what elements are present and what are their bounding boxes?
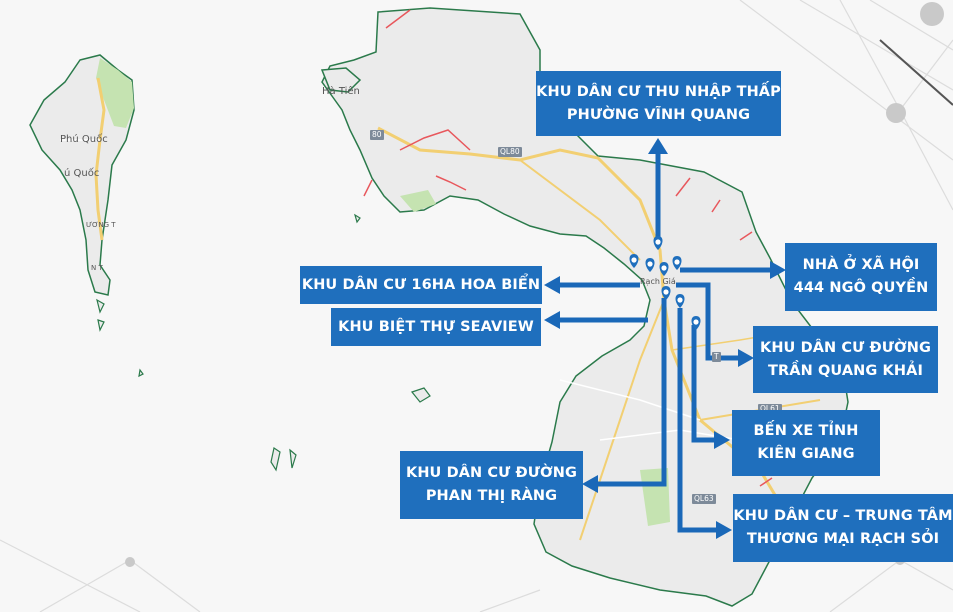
place-label-phu-quoc-2: ú Quốc xyxy=(64,168,100,179)
label-nha-o-xa-hoi[interactable]: NHÀ Ở XÃ HỘI 444 NGÔ QUYỀN xyxy=(785,243,937,311)
phu-quoc-island xyxy=(29,54,144,378)
label-line: KHU DÂN CƯ ĐƯỜNG xyxy=(759,339,931,356)
label-ben-xe-tinh-kien-giang[interactable]: BẾN XE TỈNH KIÊN GIANG xyxy=(732,410,880,476)
place-label-ha-tien: Hà Tiên xyxy=(322,86,360,97)
label-khu-dan-cu-16ha-hoa-bien[interactable]: KHU DÂN CƯ 16HA HOA BIỂN xyxy=(300,266,542,304)
label-khu-dan-cu-rach-soi[interactable]: KHU DÂN CƯ – TRUNG TÂM THƯƠNG MẠI RẠCH S… xyxy=(733,494,953,562)
road-shield-ql63: QL63 xyxy=(692,494,716,504)
road-shield-ql61: QL61 xyxy=(758,404,782,414)
small-islands xyxy=(270,213,431,472)
label-khu-dan-cu-phan-thi-rang[interactable]: KHU DÂN CƯ ĐƯỜNG PHAN THỊ RÀNG xyxy=(400,451,583,519)
label-khu-dan-cu-tran-quang-khai[interactable]: KHU DÂN CƯ ĐƯỜNG TRẦN QUANG KHẢI xyxy=(753,326,938,393)
label-khu-dan-cu-thu-nhap-thap[interactable]: KHU DÂN CƯ THU NHẬP THẤP PHƯỜNG VĨNH QUA… xyxy=(536,71,781,136)
label-line: NHÀ Ở XÃ HỘI xyxy=(802,257,920,273)
label-line: KHU DÂN CƯ 16HA HOA BIỂN xyxy=(301,276,541,293)
label-line: 444 NGÔ QUYỀN xyxy=(793,280,929,296)
label-line: THƯƠNG MẠI RẠCH SỎI xyxy=(746,531,940,547)
map-pin-icon xyxy=(661,286,671,300)
label-line: TRẦN QUANG KHẢI xyxy=(768,362,923,379)
label-line: PHƯỜNG VĨNH QUANG xyxy=(566,106,751,123)
label-line: KHU DÂN CƯ – TRUNG TÂM xyxy=(733,508,953,524)
map-pin-icon xyxy=(672,256,682,270)
place-label-phu-quoc: Phú Quốc xyxy=(60,134,108,145)
arrows xyxy=(560,150,770,533)
place-label-duong-to: ƯƠNG T xyxy=(86,221,116,229)
map-pin-icon xyxy=(653,236,663,250)
map-pin-icon xyxy=(629,254,639,268)
label-line: KHU DÂN CƯ THU NHẬP THẤP xyxy=(536,83,781,100)
road-shield-80: 80 xyxy=(370,130,384,140)
road-shield-t: T xyxy=(712,352,721,362)
label-line: KHU DÂN CƯ ĐƯỜNG xyxy=(405,465,577,481)
map-pin-icon xyxy=(645,258,655,272)
label-line: PHAN THỊ RÀNG xyxy=(425,488,558,504)
label-line: KIÊN GIANG xyxy=(757,446,855,462)
map-pins[interactable] xyxy=(629,236,701,330)
map-pin-icon xyxy=(659,262,669,276)
label-line: BẾN XE TỈNH xyxy=(753,423,859,439)
map-pin-icon xyxy=(691,316,701,330)
road-shield-ql80: QL80 xyxy=(498,147,522,157)
label-line: KHU BIỆT THỰ SEAVIEW xyxy=(338,318,534,335)
place-label-an-thoi: N T xyxy=(91,264,103,272)
place-label-rach-gia: Rạch Giá xyxy=(640,277,676,286)
arrow-heads xyxy=(544,138,786,539)
label-khu-biet-thu-seaview[interactable]: KHU BIỆT THỰ SEAVIEW xyxy=(331,308,541,346)
network-dark-line xyxy=(879,39,953,106)
map-pin-icon xyxy=(675,294,685,308)
